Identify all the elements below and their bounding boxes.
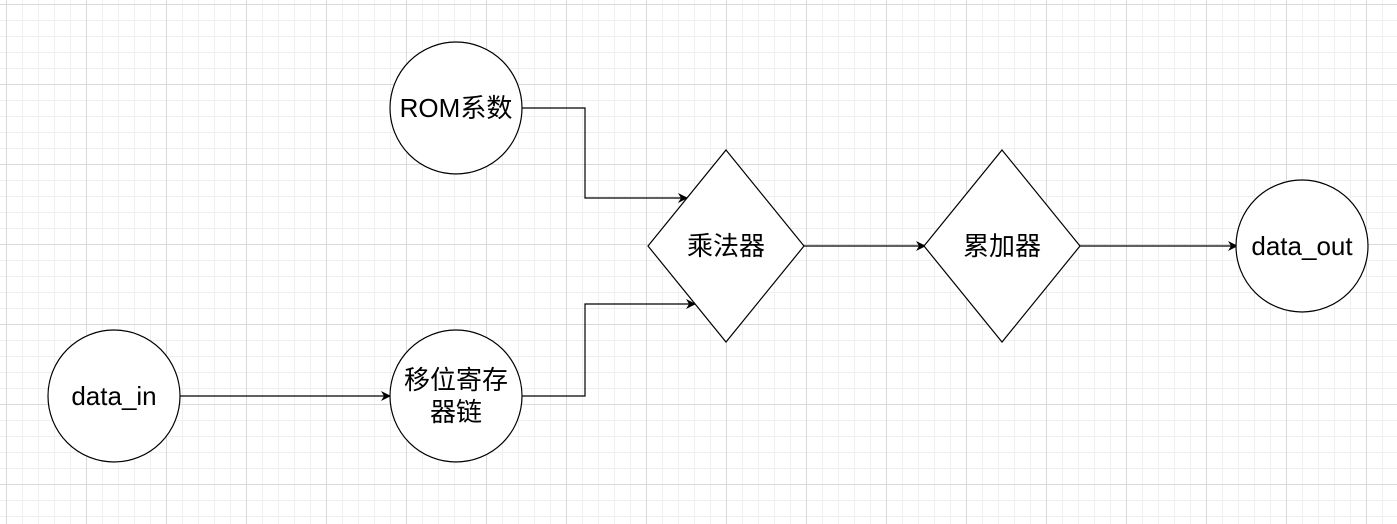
data-out-label: data_out bbox=[1251, 230, 1353, 261]
data-in-label: data_in bbox=[71, 380, 157, 411]
data-out-node[interactable] bbox=[1235, 179, 1369, 313]
rom-coefficient-label: ROM系数 bbox=[399, 92, 513, 123]
edge-rom-to-multiplier bbox=[522, 107, 688, 203]
edge-shift-register-to-multiplier bbox=[522, 299, 696, 397]
accumulator-label: 累加器 bbox=[962, 230, 1041, 261]
shift-register-chain-node[interactable] bbox=[389, 329, 523, 463]
data-in-node[interactable] bbox=[47, 329, 181, 463]
accumulator-node[interactable] bbox=[923, 149, 1081, 343]
multiplier-label: 乘法器 bbox=[686, 230, 765, 261]
rom-coefficient-node[interactable] bbox=[389, 41, 523, 175]
multiplier-node[interactable] bbox=[647, 149, 805, 343]
shift-register-chain-label: 移位寄存器链 bbox=[403, 364, 508, 428]
